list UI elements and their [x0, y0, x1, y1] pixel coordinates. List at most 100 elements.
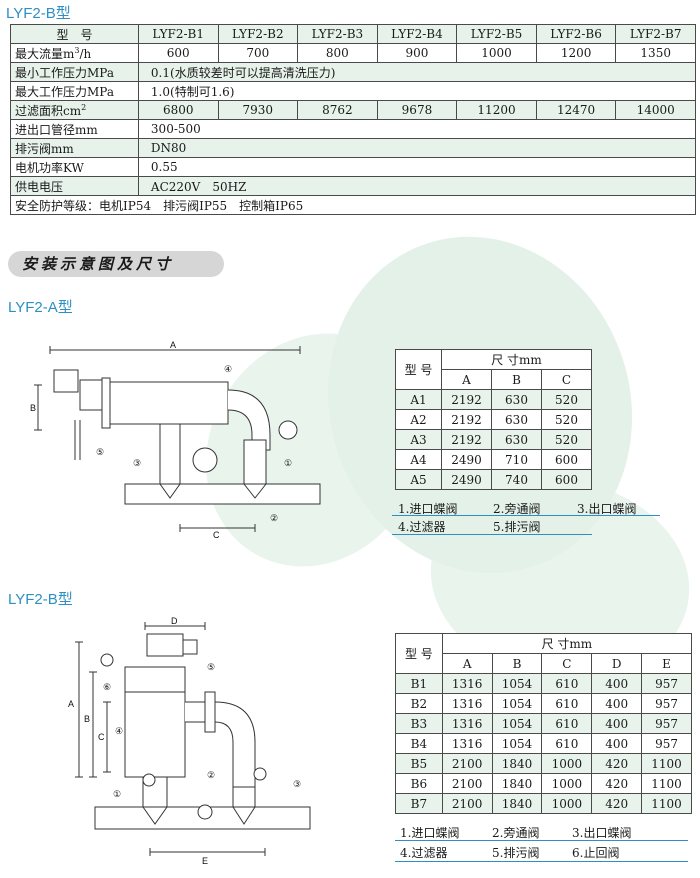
spec-row-voltage: 供电电压 AC220V 50HZ — [10, 176, 697, 196]
value-cell: 1.0(特制可1.6) — [137, 81, 697, 101]
model-cell: LYF2-B3 — [297, 24, 378, 44]
callout-5: ⑤ — [96, 447, 104, 457]
table-row: A3 2192 630 520 — [395, 429, 592, 450]
a-model-title: LYF2-A型 — [8, 299, 73, 316]
size-header: 尺 寸mm — [441, 633, 693, 654]
cell: 610 — [541, 713, 593, 734]
callout-5: ⑤ — [207, 662, 215, 672]
value-cell: 900 — [376, 43, 458, 63]
page-title: LYF2-B型 — [6, 5, 71, 22]
cell: 740 — [491, 469, 542, 490]
callout-2: ② — [270, 513, 278, 523]
col-header: B — [491, 653, 543, 674]
section-title: 安装示意图及尺寸 — [8, 251, 224, 277]
value-cell: 0.55 — [137, 157, 697, 177]
row-model: A1 — [395, 389, 442, 410]
spec-row-flow: 最大流量m3/h 600 700 800 900 1000 1200 1350 — [10, 43, 696, 63]
dim-d-label: D — [171, 616, 178, 626]
callout-4: ④ — [224, 364, 232, 374]
spec-header-label: 型 号 — [10, 24, 139, 44]
cell: 1100 — [641, 753, 692, 774]
cell: 1100 — [641, 793, 692, 814]
spec-row-power: 电机功率KW 0.55 — [10, 157, 697, 177]
spec-row-drain: 排污阀mm DN80 — [10, 138, 697, 158]
spec-row-safety: 安全防护等级：电机IP54 排污阀IP55 控制箱IP65 — [10, 195, 696, 215]
legend-divider — [395, 861, 688, 862]
cell: 957 — [641, 713, 692, 734]
table-row: A2 2192 630 520 — [395, 409, 592, 430]
row-model: B1 — [395, 673, 443, 694]
cell: 1316 — [441, 673, 493, 694]
model-cell: LYF2-B4 — [376, 24, 458, 44]
value-cell: 600 — [137, 43, 219, 63]
row-model: B2 — [395, 693, 443, 714]
value-cell: 800 — [297, 43, 378, 63]
dim-a-label: A — [170, 340, 176, 350]
row-label: 过滤面积cm2 — [10, 100, 139, 120]
callout-3: ③ — [293, 779, 301, 789]
cell: 1054 — [491, 733, 543, 754]
value-cell: AC220V 50HZ — [137, 176, 697, 196]
model-cell: LYF2-B1 — [137, 24, 219, 44]
cell: 610 — [541, 673, 593, 694]
cell: 957 — [641, 733, 692, 754]
legend-item: 2.旁通阀 — [493, 502, 541, 516]
cell: 1054 — [491, 713, 543, 734]
col-header: A — [441, 653, 493, 674]
spec-table: 型 号 LYF2-B1 LYF2-B2 LYF2-B3 LYF2-B4 LYF2… — [10, 24, 697, 215]
row-model: A5 — [395, 469, 442, 490]
value-cell: 1350 — [615, 43, 696, 63]
cell: 400 — [591, 673, 643, 694]
b-model-title: LYF2-B型 — [8, 591, 73, 608]
cell: 520 — [541, 409, 592, 430]
row-model: B3 — [395, 713, 443, 734]
cell: 1316 — [441, 693, 493, 714]
value-cell: 8762 — [297, 100, 378, 120]
model-cell: LYF2-B5 — [456, 24, 537, 44]
legend-divider — [392, 515, 660, 516]
table-row: B2 1316 1054 610 400 957 — [395, 693, 692, 714]
dim-b-label: B — [84, 714, 90, 724]
value-cell: 9678 — [376, 100, 458, 120]
row-label: 最大流量m3/h — [10, 43, 139, 63]
a-dimension-table: 型 号 尺 寸mm A B C A1 2192 630 520 A2 2192 … — [395, 349, 592, 490]
cell: 1054 — [491, 673, 543, 694]
cell: 400 — [591, 713, 643, 734]
legend-divider — [395, 840, 688, 841]
spec-row-pipe: 进出口管径mm 300-500 — [10, 119, 697, 139]
row-model: A2 — [395, 409, 442, 430]
legend-item: 3.出口蝶阀 — [577, 502, 637, 516]
spec-row-filter-area: 过滤面积cm2 6800 7930 8762 9678 11200 12470 … — [10, 100, 696, 120]
size-header: 尺 寸mm — [441, 349, 592, 370]
legend-item: 2.旁通阀 — [492, 826, 540, 840]
cell: 610 — [541, 733, 593, 754]
b-model-diagram: A B C D E ⑥ ⑤ ④ ① ② ③ — [68, 616, 311, 866]
model-header: 型 号 — [395, 633, 443, 674]
value-cell: 300-500 — [137, 119, 697, 139]
row-model: B4 — [395, 733, 443, 754]
dim-c-label: C — [213, 530, 220, 540]
cell: 1840 — [491, 753, 543, 774]
legend-item: 1.进口蝶阀 — [400, 826, 460, 840]
table-row: A5 2490 740 600 — [395, 469, 592, 490]
row-model: A3 — [395, 429, 442, 450]
cell: 400 — [591, 693, 643, 714]
table-row: B4 1316 1054 610 400 957 — [395, 733, 692, 754]
col-header: A — [441, 369, 492, 390]
callout-2: ② — [207, 770, 215, 780]
value-cell: 14000 — [615, 100, 696, 120]
value-cell: DN80 — [137, 138, 697, 158]
col-header: B — [491, 369, 542, 390]
model-cell: LYF2-B2 — [217, 24, 299, 44]
cell: 2192 — [441, 429, 492, 450]
value-cell: 700 — [217, 43, 299, 63]
model-cell: LYF2-B7 — [615, 24, 696, 44]
value-cell: 1200 — [535, 43, 617, 63]
callout-6: ⑥ — [103, 682, 111, 692]
legend-item: 6.止回阀 — [572, 846, 620, 860]
b-dimension-table: 型 号 尺 寸mm A B C D E B1 1316 1054 610 400… — [395, 633, 693, 814]
col-header: E — [641, 653, 692, 674]
spec-row-max-pressure: 最大工作压力MPa 1.0(特制可1.6) — [10, 81, 697, 101]
table-row: B1 1316 1054 610 400 957 — [395, 673, 692, 694]
dim-b-label: B — [30, 403, 36, 413]
